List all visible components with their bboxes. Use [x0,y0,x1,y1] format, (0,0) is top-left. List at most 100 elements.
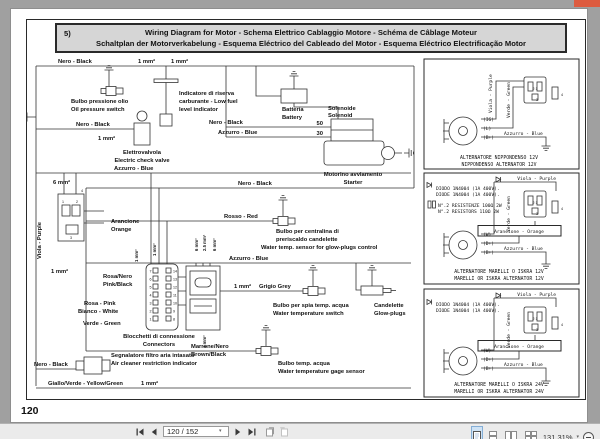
page-number: 120 [21,405,39,417]
wire-label: Grigio Grey [259,284,292,290]
terminal-label: (W) [483,232,491,238]
diode-icon [426,299,432,305]
pin-label: 2 [150,309,152,313]
wire-label: Azzurro - Blue [229,256,269,262]
wire-label: Azzurro - Blue [114,166,154,172]
pin-label: 5 [150,285,152,289]
pin-label: 4 [561,323,563,327]
terminal-label: (IG) [483,117,494,123]
component-symbols [57,78,396,375]
wire-label: Viola - Purple [488,74,494,113]
two-page-continuous-view-button[interactable] [523,426,539,439]
ground-icon [261,325,271,336]
viewer-toolbar: ▾ 131.31% ▾ [0,423,600,439]
component-label: Glow-plugs [374,311,406,317]
terminal-label: (B+) [483,135,494,141]
pin-label: 3 [536,328,538,332]
header-title-line2: Schaltplan der Motorverkabelung - Esquem… [96,39,526,48]
connector-block-pins: 7 6 5 4 3 2 1 14 13 12 11 10 9 8 1 2 4 3 [62,189,177,322]
section-index: 5) [64,29,71,38]
note-label: N°.2 RESISTENZE 100Ω 2W [438,203,502,209]
diode-icon [495,292,501,299]
pin-label: 3 [536,212,538,216]
zoom-dropdown-caret-icon[interactable]: ▾ [576,433,579,439]
first-page-button[interactable] [135,427,145,437]
component-label: Water temp. sensor for glow-plugs contro… [261,245,378,251]
pin-label: 3 [536,98,538,102]
pin-label: 11 [173,293,177,297]
wire-size-label: 1 mm² [51,268,68,275]
wire-label: Nero - Black [58,59,93,65]
previous-page-button[interactable] [149,427,159,437]
two-page-view-button[interactable] [503,426,519,439]
wire-label: Giallo/Verde - Yellow/Green [48,381,123,387]
header-title-line1: Wiring Diagram for Motor - Schema Elettr… [145,28,477,37]
component-label: Candelette [374,303,404,309]
alternator-box-2 [423,172,580,285]
wire-size-label: 1 mm² [152,243,157,256]
pin-label: 2 [76,200,78,204]
continuous-view-button[interactable] [487,426,499,439]
aux-connector-icon [551,200,559,214]
wire-label: Arancione [111,219,140,225]
ground-icon [26,112,33,122]
water-temp-gage-sensor-icon [255,346,279,356]
wire-label: Viola - Purple [517,176,556,182]
diagram-frame [26,19,586,400]
terminal-label: 30 [317,131,323,137]
terminal-label: (B+) [483,366,494,372]
orange-wire-callout [477,225,562,237]
page-dropdown-caret-icon[interactable]: ▾ [219,428,222,434]
next-view-button[interactable] [279,426,289,437]
ground-icon [367,265,377,276]
pin-label: 1 [150,317,152,321]
pin-label: 3 [70,236,72,240]
pin-label: 13 [173,277,177,281]
zoom-out-button[interactable] [583,431,594,439]
wire-size-label: 1 mm² [202,335,207,348]
wire-label: Azzurro - Blue [504,362,543,368]
wire-size-label: 1 mm² [134,249,139,262]
single-page-view-button[interactable] [470,426,483,439]
wire-size-label: 6 mm² [53,179,70,186]
orange-wire-callout [477,340,562,352]
wire-label: Verde - Green [506,82,512,118]
terminal-label: (L) [483,126,491,132]
last-page-button[interactable] [247,427,257,437]
component-label: level indicator [179,107,219,113]
ground-icon [541,258,551,269]
wire-size-label: 1 mm² [234,283,251,290]
wire-label: Nero - Black [209,120,244,126]
wire-label: Azzurro - Blue [504,246,543,252]
battery-icon [280,88,308,104]
alternator-panel: Viola - Purple Verde - Green (IG) (L) (B… [423,58,580,398]
wiring-diagram: 7 6 5 4 3 2 1 14 13 12 11 10 9 8 1 2 4 3… [26,58,580,398]
wire-label: Rosso - Red [224,214,258,220]
component-label: Motorino avviamento [324,172,383,178]
ground-icon [541,140,551,151]
wire-label: Orange [111,227,132,233]
glow-control-sensor-icon [272,216,296,226]
page-number-input[interactable] [164,427,219,436]
next-page-button[interactable] [233,427,243,437]
pin-label: 2 1 [533,317,538,321]
ground-icon [278,195,288,206]
component-label: Bulbo per centralina di [276,229,339,235]
alternator-icon [442,346,478,376]
pin-label: 4 [81,189,83,193]
starter-icon [323,140,385,166]
pin-label: 4 [561,93,563,97]
wire-label: Verde - Green [506,312,512,348]
check-valve-icon [136,110,148,122]
diode-icon [495,176,501,183]
diagram-header: 5) Wiring Diagram for Motor - Schema Ele… [55,23,567,53]
previous-view-button[interactable] [265,426,275,437]
wire-label: Nero - Black [76,122,111,128]
wire-label: Nero - Black [34,362,69,368]
component-label: Solenoide [328,106,356,112]
zoom-level-value[interactable]: 131.31% [542,432,573,439]
component-label: Air cleaner restriction indicator [111,361,198,367]
alternator-caption: MARELLI OR ISKRA ALTERNATOR 24V [454,389,544,395]
water-temp-switch-icon [302,286,326,296]
